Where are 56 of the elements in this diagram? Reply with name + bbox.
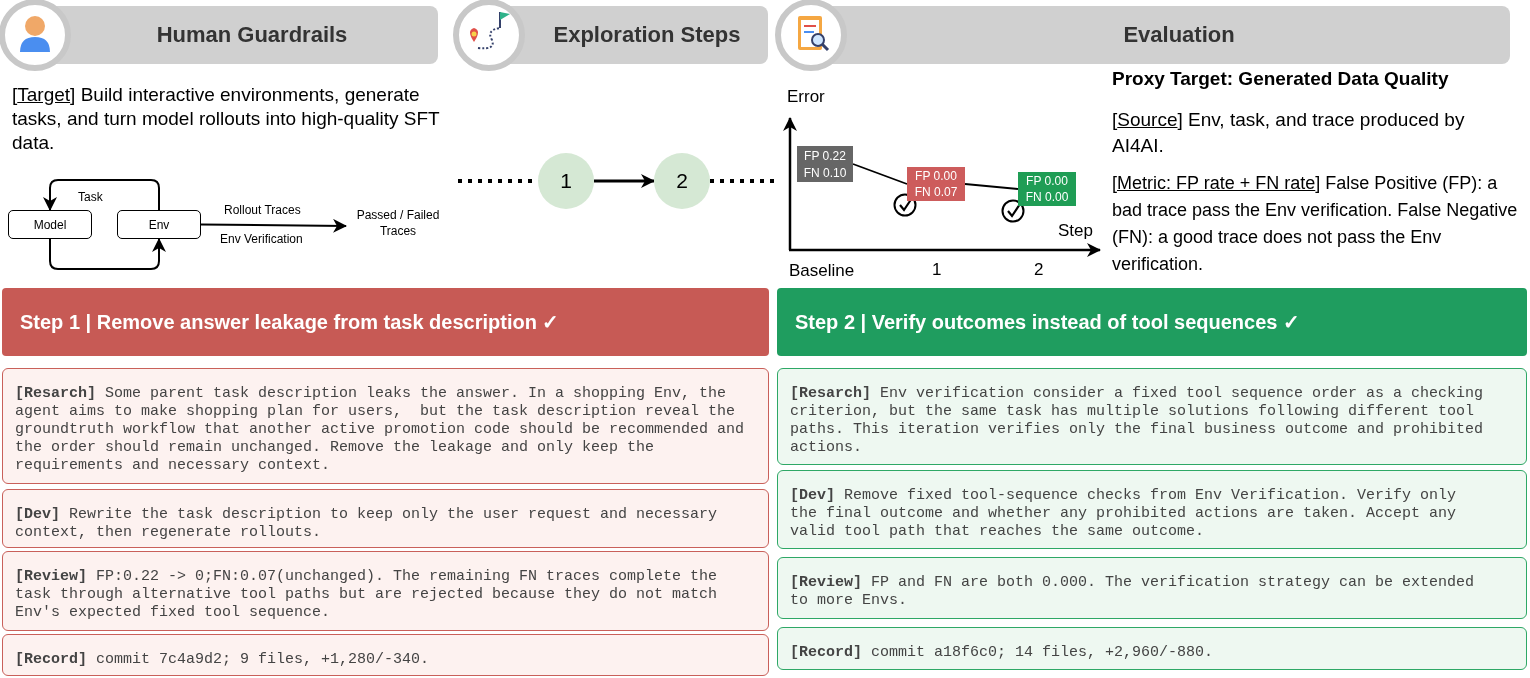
tick-label: Baseline <box>789 261 855 281</box>
banner-title: Step 2 | Verify outcomes instead of tool sequences ✓ <box>795 310 1300 334</box>
process-box: Env <box>117 210 201 239</box>
output-label: Passed / Failed Traces <box>346 207 450 245</box>
edge-label: Rollout Traces <box>222 203 303 217</box>
paragraph: [Target] Build interactive environments, generate tasks, and turn model rollouts into high-quality SFT data. <box>12 83 441 155</box>
card-text: [Dev] Rewrite the task description to keep only the user request and necessary context, then regenerate rollouts. <box>15 506 719 542</box>
value-label: FN 0.10 <box>803 165 847 180</box>
header-title: Human Guardrails <box>156 22 348 48</box>
connector-line <box>964 183 1019 190</box>
step-banner <box>2 288 769 356</box>
axis-title: Error <box>787 87 825 107</box>
edge-label: Task <box>76 190 105 204</box>
card-text: [Review] FP and FN are both 0.000. The verification strategy can be extended to more Envs. <box>790 574 1476 610</box>
value-box <box>907 167 965 201</box>
paragraph: [Metric: FP rate + FN rate] False Positive (FP): a bad trace pass the Env verification. False Negative (FN): a good trace does not pass the Env verification. <box>1112 172 1519 276</box>
note-card <box>777 368 1527 465</box>
value-box <box>797 146 853 182</box>
value-box <box>1018 172 1076 206</box>
tick-label: 1 <box>932 260 942 280</box>
card-text: [Record] commit 7c4a9d2; 9 files, +1,280/-340. <box>15 651 431 669</box>
value-label: FN 0.00 <box>1025 190 1069 204</box>
note-card <box>2 634 769 676</box>
header-title: Evaluation <box>1123 22 1235 48</box>
value-label: FN 0.07 <box>914 185 958 199</box>
card-text: [Record] commit a18f6c0; 14 files, +2,960/-880. <box>790 644 1215 662</box>
axis-title: Step <box>1058 221 1093 241</box>
section-title: Proxy Target: Generated Data Quality <box>1112 68 1449 90</box>
card-text: [Resarch] Env verification consider a fixed tool sequence order as a checking criterion, but the same task has multiple solutions following different tool paths. This iteration verifies only the final business outcome and prohibited actions. <box>790 385 1485 457</box>
header-title: Exploration Steps <box>553 22 741 48</box>
arrow <box>594 174 655 188</box>
value-label: FP 0.00 <box>915 169 957 183</box>
card-text: [Review] FP:0.22 -> 0;FN:0.07(unchanged). The remaining FN traces complete the task through alternative tool paths but are rejected because they do not match Env's expected fixed tool sequence. <box>15 568 719 622</box>
note-card <box>777 627 1527 670</box>
value-label: FP 0.22 <box>804 148 846 163</box>
step-circle: 1 <box>538 153 594 209</box>
note-card <box>2 489 769 548</box>
note-card <box>2 551 769 631</box>
arrow <box>49 238 166 270</box>
step-circle: 2 <box>654 153 710 209</box>
arrow <box>200 218 347 233</box>
step-banner <box>777 288 1527 356</box>
paragraph: [Source] Env, task, and trace produced by AI4AI. <box>1112 108 1466 158</box>
note-card <box>2 368 769 484</box>
card-text: [Resarch] Some parent task description leaks the answer. In a shopping Env, the agent aims to make shopping plan for users, but the task description reveal the groundtruth workflow that another active promotion code should be recommended and the order should remain unchanged. Remove the leakage and only keep the requirements and necessary context. <box>15 385 746 475</box>
card-text: [Dev] Remove fixed tool-sequence checks from Env Verification. Verify only the final outcome and whether any prohibited actions are taken. Accept any valid tool path that reaches the same outcome. <box>790 487 1458 541</box>
tick-label: 2 <box>1034 260 1044 280</box>
connector-line <box>852 163 908 185</box>
arrow <box>43 179 160 211</box>
banner-title: Step 1 | Remove answer leakage from task description ✓ <box>20 310 560 334</box>
value-label: FP 0.00 <box>1026 174 1068 188</box>
connector-line <box>710 179 776 183</box>
process-box: Model <box>8 210 92 239</box>
note-card <box>777 470 1527 549</box>
edge-note: Env Verification <box>220 232 303 246</box>
note-card <box>777 557 1527 619</box>
